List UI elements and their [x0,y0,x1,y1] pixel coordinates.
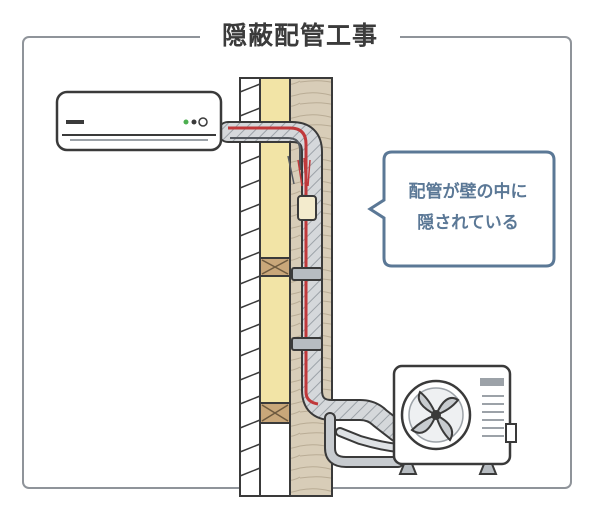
callout-line-1: 配管が壁の中に [408,182,528,202]
page-title: 隠蔽配管工事 [200,18,400,54]
drain-hose [324,412,404,468]
pipe-bundle [217,121,409,443]
outdoor-unit [392,364,517,475]
exterior-siding [239,77,261,497]
callout-line-2: 隠されている [417,213,519,233]
indoor-unit [55,90,223,152]
pipe-clamps [291,195,323,351]
callout-bubble [367,150,556,268]
